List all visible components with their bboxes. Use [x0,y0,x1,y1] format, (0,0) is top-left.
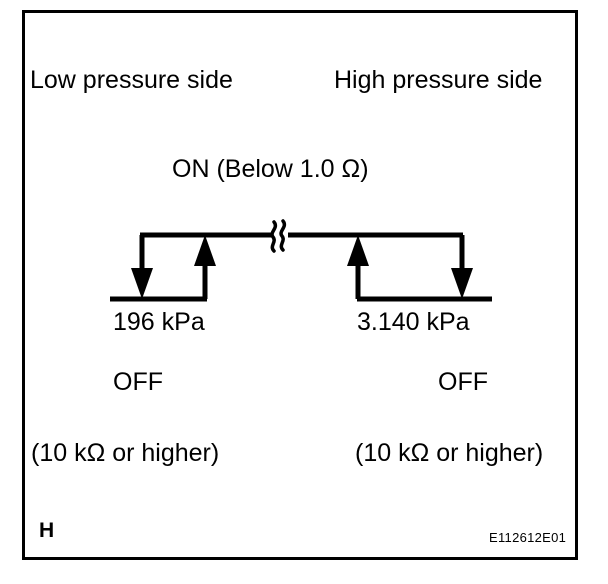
high-pressure-side-header: High pressure side [334,66,543,94]
on-state-label: ON (Below 1.0 Ω) [172,155,369,183]
arrow-up-icon-right [347,235,369,266]
left-off-resistance: (10 kΩ or higher) [31,439,220,467]
arrow-down-icon-left [131,268,153,299]
left-pressure-threshold: 196 kPa [113,308,205,336]
wavy-line-break-icon [270,219,287,253]
left-off-label: OFF [113,368,163,396]
right-off-label: OFF [438,368,488,396]
right-off-resistance: (10 kΩ or higher) [355,439,544,467]
corner-marker-h: H [39,519,55,542]
arrow-up-icon-left [194,235,216,266]
diagram-border [22,10,578,560]
figure-id-code: E112612E01 [489,530,567,545]
right-pressure-threshold: 3.140 kPa [357,308,470,336]
low-pressure-side-header: Low pressure side [30,66,233,94]
arrow-down-icon-right [451,268,473,299]
